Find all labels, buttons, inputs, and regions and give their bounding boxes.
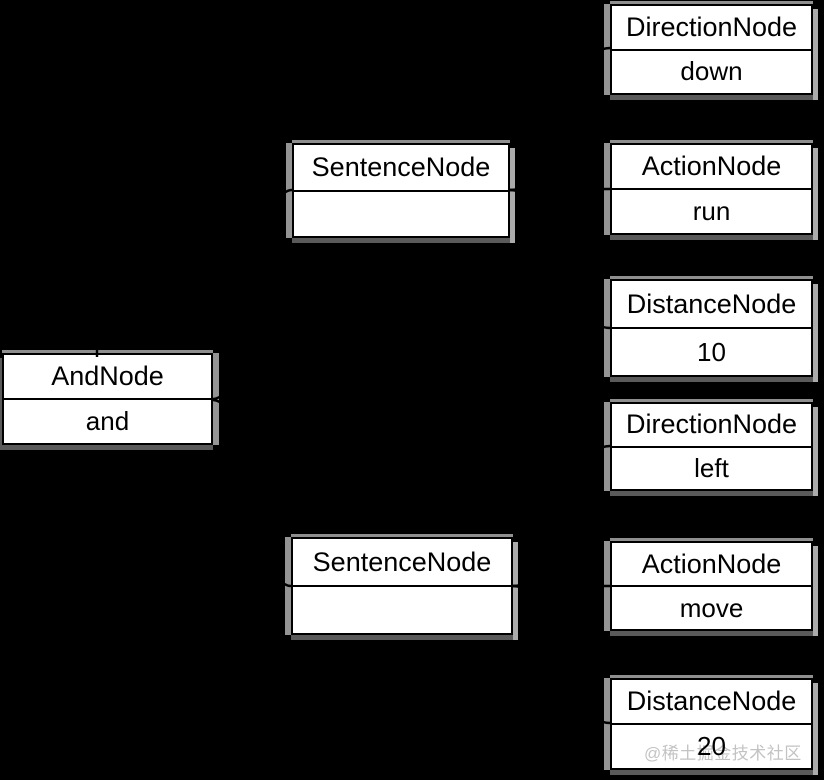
node-title: ActionNode — [612, 145, 811, 190]
node-title: DirectionNode — [612, 404, 811, 448]
edge-and-sent1 — [212, 188, 293, 401]
edge-sent1-ten — [509, 188, 611, 330]
edge-sent1-down — [509, 46, 611, 192]
edge-sent1-run — [509, 187, 611, 192]
tree-node-and: AndNode and — [2, 353, 213, 445]
edge-and-sent2 — [212, 398, 292, 588]
node-value-row: run — [612, 190, 811, 233]
node-title: ActionNode — [612, 543, 811, 587]
node-value-row: 20 — [612, 725, 811, 768]
node-value-row — [294, 192, 508, 237]
tree-node-ten: DistanceNode 10 — [610, 279, 813, 377]
node-value-row: move — [612, 587, 811, 629]
node-value-row: down — [612, 51, 811, 94]
tree-node-sent2: SentenceNode — [291, 537, 513, 635]
node-value: 10 — [697, 336, 726, 367]
tree-node-move: ActionNode move — [610, 541, 813, 631]
tree-node-run: ActionNode run — [610, 143, 813, 235]
node-value-row: and — [4, 400, 211, 443]
node-title: SentenceNode — [294, 145, 508, 192]
node-value: down — [680, 56, 743, 87]
node-title: DistanceNode — [612, 281, 811, 329]
tree-node-sent1: SentenceNode — [292, 143, 510, 238]
node-value-row: left — [612, 448, 811, 490]
node-title: DirectionNode — [612, 6, 811, 51]
node-title: AndNode — [4, 355, 211, 400]
node-value: and — [85, 406, 130, 436]
tree-node-down: DirectionNode down — [610, 4, 813, 95]
node-value: run — [692, 196, 731, 226]
edge-sent2-left — [512, 444, 611, 588]
node-title: DistanceNode — [612, 680, 811, 725]
node-value-row — [293, 587, 511, 633]
node-title: SentenceNode — [293, 539, 511, 587]
tree-node-twenty: DistanceNode 20 — [610, 678, 813, 770]
tree-node-left: DirectionNode left — [610, 402, 813, 491]
node-value: 20 — [697, 731, 726, 761]
node-value: move — [679, 592, 744, 623]
node-value: left — [694, 452, 729, 483]
edge-sent2-twenty — [512, 584, 611, 725]
node-value-row: 10 — [612, 329, 811, 375]
